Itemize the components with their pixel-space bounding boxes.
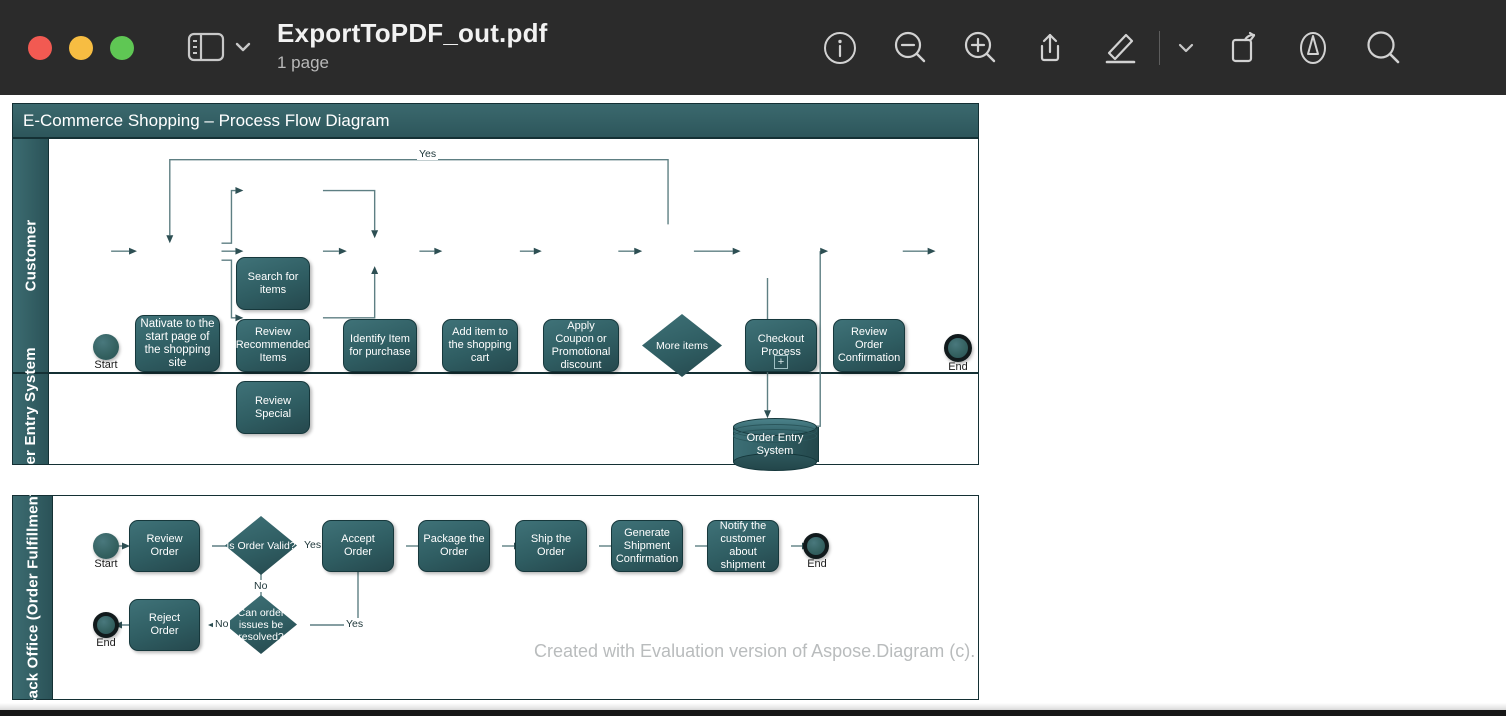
node-more-items[interactable]: More items xyxy=(642,314,722,377)
subprocess-marker-icon: + xyxy=(774,355,788,369)
lane-order-entry-system: Order Entry System xyxy=(12,347,979,491)
chevron-down-icon[interactable] xyxy=(1164,24,1208,72)
rotate-icon[interactable] xyxy=(1208,24,1278,72)
lane-label-order-entry-system: Order Entry System xyxy=(22,346,39,492)
edge-label-resolve-yes: Yes xyxy=(344,618,366,630)
toolbar-divider xyxy=(1159,31,1160,65)
label-checkout-process: Checkout Process xyxy=(757,332,805,358)
label-end-backoffice: End xyxy=(807,558,827,570)
label-is-order-valid: Is Order Valid? xyxy=(226,539,296,552)
node-can-issues-be-resolved[interactable]: Can order issues be resolved? xyxy=(225,595,297,654)
node-ship-order[interactable]: Ship the Order xyxy=(515,520,587,572)
edge-label-more-items-yes: Yes xyxy=(417,148,439,160)
annotate-icon[interactable] xyxy=(1278,24,1348,72)
info-icon[interactable] xyxy=(805,24,875,72)
label-database-order-entry: Order Entry System xyxy=(746,431,804,457)
node-start-customer[interactable] xyxy=(93,334,119,360)
node-is-order-valid[interactable]: Is Order Valid? xyxy=(225,516,297,575)
node-generate-shipment-confirmation[interactable]: Generate Shipment Confirmation xyxy=(611,520,683,572)
window-bottom-edge xyxy=(0,710,1506,716)
label-can-issues-be-resolved: Can order issues be resolved? xyxy=(237,606,285,643)
node-navigate[interactable]: Nativate to the start page of the shoppi… xyxy=(135,315,220,372)
node-end-rejected[interactable] xyxy=(93,612,119,638)
node-review-confirmation[interactable]: Review Order Confirmation xyxy=(833,319,905,372)
node-notify-customer[interactable]: Notify the customer about shipment xyxy=(707,520,779,572)
label-start-customer: Start xyxy=(94,359,118,371)
label-end-customer: End xyxy=(948,361,968,373)
label-more-items: More items xyxy=(656,339,708,352)
chevron-down-icon[interactable] xyxy=(232,38,254,56)
node-reject-order[interactable]: Reject Order xyxy=(129,599,200,651)
node-apply-coupon[interactable]: Apply Coupon or Promotional discount xyxy=(543,319,619,372)
lane-header-order-entry-system: Order Entry System xyxy=(13,347,49,491)
page-count: 1 page xyxy=(277,53,329,72)
page-title: ExportToPDF_out.pdf xyxy=(277,18,548,48)
node-identify-item[interactable]: Identify Item for purchase xyxy=(343,319,417,372)
title-bar: ExportToPDF_out.pdf 1 page xyxy=(0,0,1506,95)
lane-header-back-office: Back Office (Order Fulfillment) xyxy=(13,486,53,709)
diagram-pool-top: E-Commerce Shopping – Process Flow Diagr… xyxy=(12,103,979,491)
edge-label-valid-yes: Yes xyxy=(302,539,324,551)
diagram-pool-bottom: Back Office (Order Fulfillment) xyxy=(12,486,979,709)
node-end-backoffice[interactable] xyxy=(803,533,829,559)
edge-label-valid-no: No xyxy=(252,580,270,592)
zoom-button[interactable] xyxy=(110,36,134,60)
node-accept-order[interactable]: Accept Order xyxy=(322,520,394,572)
zoom-in-icon[interactable] xyxy=(945,24,1015,72)
window-controls xyxy=(28,36,134,60)
node-review-recommended[interactable]: Review Recommended Items xyxy=(236,319,310,372)
evaluation-watermark: Created with Evaluation version of Aspos… xyxy=(534,641,976,661)
markup-pen-icon[interactable] xyxy=(1085,24,1155,72)
minimize-button[interactable] xyxy=(69,36,93,60)
edge-label-resolve-no: No xyxy=(213,618,231,630)
node-add-to-cart[interactable]: Add item to the shopping cart xyxy=(442,319,518,372)
node-review-order[interactable]: Review Order xyxy=(129,520,200,572)
node-search-items[interactable]: Search for items xyxy=(236,257,310,310)
sidebar-icon[interactable] xyxy=(186,30,226,64)
lane-header-customer: Customer xyxy=(13,139,49,372)
diagram-title: E-Commerce Shopping – Process Flow Diagr… xyxy=(12,103,979,138)
lane-label-back-office: Back Office (Order Fulfillment) xyxy=(24,485,41,710)
share-icon[interactable] xyxy=(1015,24,1085,72)
node-package-order[interactable]: Package the Order xyxy=(418,520,490,572)
pdf-page[interactable]: E-Commerce Shopping – Process Flow Diagr… xyxy=(0,95,1506,710)
search-icon[interactable] xyxy=(1348,24,1418,72)
db-ring-2 xyxy=(733,429,817,443)
node-review-special[interactable]: Review Special xyxy=(236,381,310,434)
page-bottom-shadow xyxy=(0,703,1506,711)
node-database-order-entry[interactable]: Order Entry System xyxy=(733,418,819,471)
node-checkout-process[interactable]: Checkout Process + xyxy=(745,319,817,372)
zoom-out-icon[interactable] xyxy=(875,24,945,72)
close-button[interactable] xyxy=(28,36,52,60)
lane-label-customer: Customer xyxy=(22,219,39,292)
toolbar xyxy=(805,24,1418,72)
node-start-backoffice[interactable] xyxy=(93,533,119,559)
label-end-rejected: End xyxy=(96,637,116,649)
db-bottom xyxy=(733,453,817,471)
label-start-backoffice: Start xyxy=(94,558,118,570)
node-end-customer[interactable] xyxy=(944,334,972,362)
